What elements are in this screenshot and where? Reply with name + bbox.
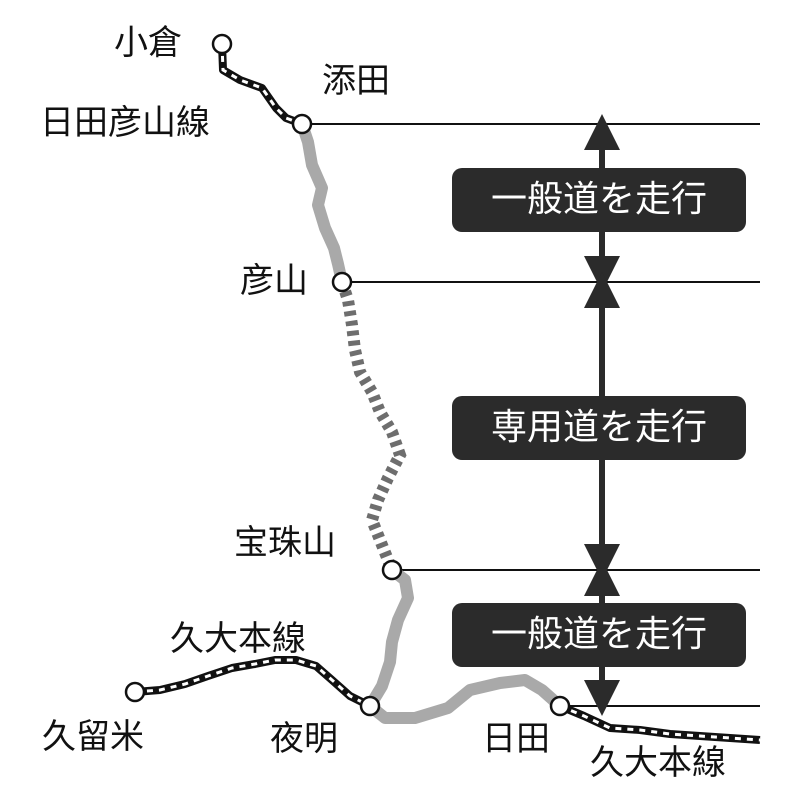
station-marker-yoake <box>359 695 381 717</box>
station-marker-soeda <box>291 113 313 135</box>
segment-label-upper: 一般道を走行 <box>452 168 746 232</box>
rail-hitahikosan-line <box>218 43 304 128</box>
station-marker-hita <box>549 695 571 717</box>
segment-label-lower: 一般道を走行 <box>452 603 746 667</box>
station-label-soeda: 添田 <box>322 61 390 101</box>
dedicated-route-hikosan-hojuyama <box>336 280 407 573</box>
rail-kyudai-line-west <box>134 656 372 710</box>
station-label-yoake: 夜明 <box>270 719 338 759</box>
station-marker-kurume <box>124 681 146 703</box>
line-label-hitahikosan: 日田彦山線 <box>40 103 210 143</box>
bus-route-soeda-hikosan <box>296 118 348 288</box>
segment-label-middle: 専用道を走行 <box>452 396 746 460</box>
line-label-kyudai-west: 久大本線 <box>170 619 306 659</box>
rail-kyudai-line-east <box>558 702 761 744</box>
station-label-kurume: 久留米 <box>42 717 144 757</box>
station-label-hojuyama: 宝珠山 <box>234 523 336 563</box>
station-label-kokura: 小倉 <box>114 23 182 63</box>
line-label-kyudai-east: 久大本線 <box>590 743 726 783</box>
station-marker-kokura <box>211 33 233 55</box>
station-marker-hojuyama <box>381 559 403 581</box>
station-marker-hikosan <box>331 271 353 293</box>
station-label-hita: 日田 <box>482 719 550 759</box>
station-label-hikosan: 彦山 <box>240 261 308 301</box>
